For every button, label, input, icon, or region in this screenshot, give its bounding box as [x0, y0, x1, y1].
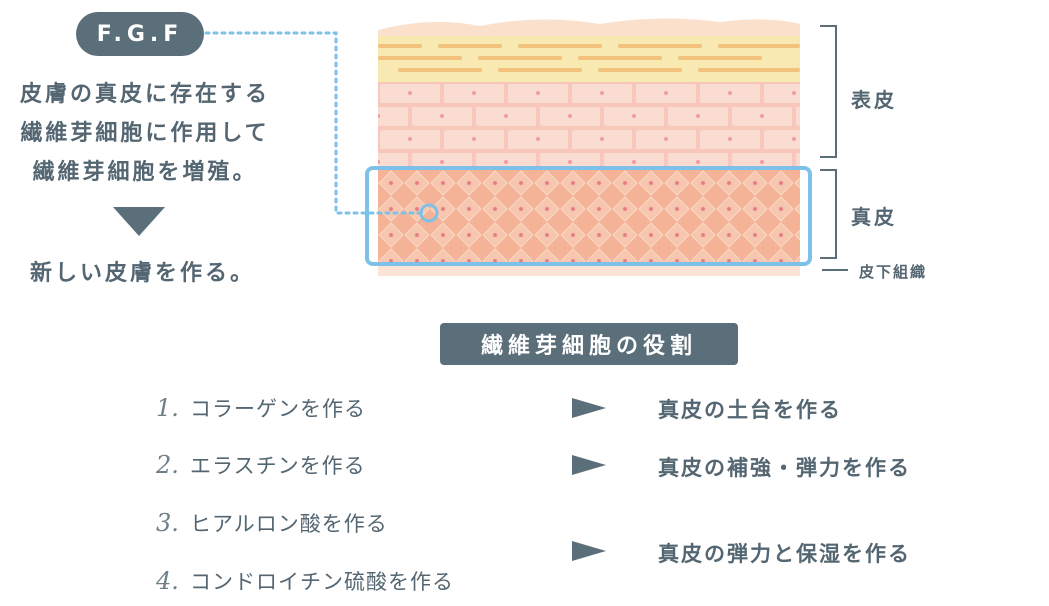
epidermis-bracket	[820, 25, 837, 158]
dermis-bracket	[820, 169, 837, 259]
skin-diagram	[204, 18, 848, 276]
role-item: 1. コラーゲンを作る	[156, 393, 366, 423]
role-item: 2. エラスチンを作る	[156, 450, 366, 480]
role-item: 3. ヒアルロン酸を作る	[156, 508, 388, 538]
role-text: エラスチンを作る	[190, 454, 366, 478]
description-line-3: 繊維芽細胞を増殖。	[32, 160, 258, 185]
role-result: 真皮の弾力と保湿を作る	[658, 542, 911, 566]
skin-surface	[378, 18, 800, 40]
role-number: 1.	[156, 394, 179, 422]
subcutaneous-layer	[378, 264, 800, 276]
roles-title: 繊維芽細胞の役割	[480, 334, 697, 359]
right-arrow-icon	[572, 455, 606, 475]
dermis-highlight-box	[365, 166, 812, 266]
role-number: 2.	[156, 451, 179, 479]
fibroblast-marker	[419, 203, 439, 223]
role-text: ヒアルロン酸を作る	[190, 512, 388, 536]
right-arrow-icon	[572, 398, 606, 418]
down-arrow-icon	[113, 207, 165, 236]
fgf-connector-line	[204, 31, 422, 215]
roles-title-badge: 繊維芽細胞の役割	[440, 323, 738, 365]
fgf-label: F.G.F	[96, 21, 184, 47]
role-result: 真皮の補強・弾力を作る	[658, 456, 911, 480]
description-line-2: 繊維芽細胞に作用して	[20, 121, 270, 146]
role-text: コンドロイチン硫酸を作る	[190, 570, 454, 594]
description-line-1: 皮膚の真皮に存在する	[19, 82, 270, 107]
role-number: 3.	[156, 509, 179, 537]
role-result: 真皮の土台を作る	[658, 398, 842, 422]
description-result: 新しい皮膚を作る。	[29, 261, 255, 286]
dermis-label: 真皮	[851, 205, 897, 229]
fgf-badge: F.G.F	[76, 12, 204, 56]
role-item: 4. コンドロイチン硫酸を作る	[156, 566, 454, 596]
epidermis-label: 表皮	[851, 88, 897, 112]
epidermis-cells	[378, 82, 800, 168]
role-text: コラーゲンを作る	[190, 397, 366, 421]
role-number: 4.	[156, 567, 179, 595]
right-arrow-icon	[572, 541, 606, 561]
dermis-layer	[378, 168, 800, 264]
subcutaneous-label: 皮下組織	[859, 263, 928, 281]
